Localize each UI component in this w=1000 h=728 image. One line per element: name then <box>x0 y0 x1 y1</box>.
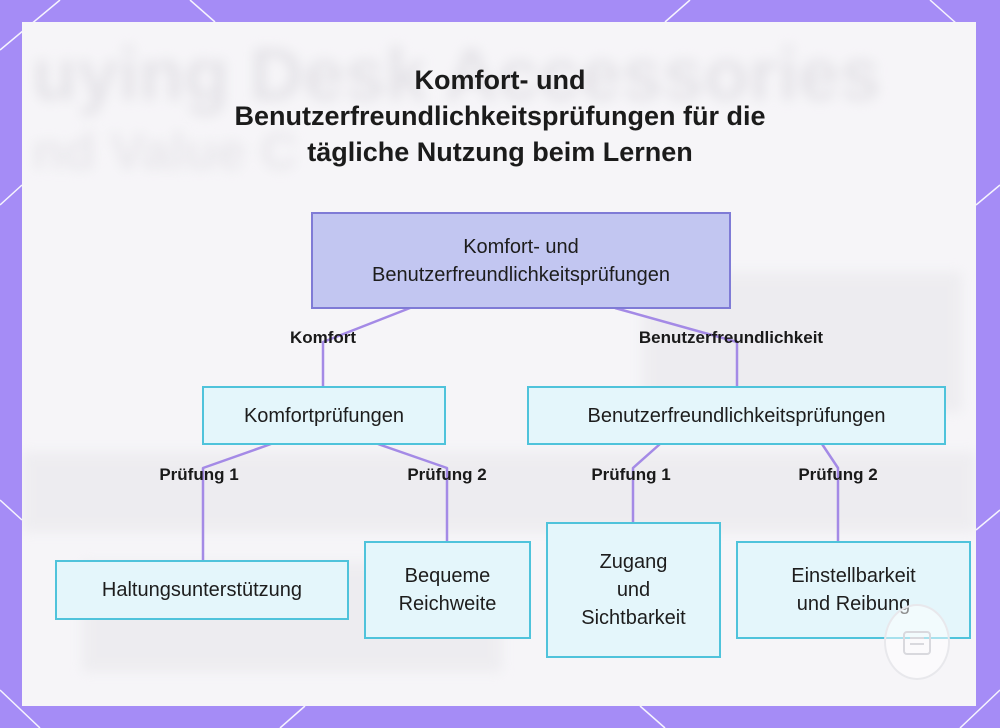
logo-mark-icon <box>886 606 948 678</box>
root-node: Komfort- und Benutzerfreundlichkeitsprüf… <box>311 212 731 309</box>
leaf-adjustability-friction-line1: Einstellbarkeit <box>791 562 916 590</box>
root-node-line2: Benutzerfreundlichkeitsprüfungen <box>372 261 670 289</box>
connector-usability-check2 <box>822 444 838 541</box>
leaf-access-visibility-line1: Zugang <box>581 548 686 576</box>
circular-logo-icon <box>884 604 950 680</box>
leaf-posture-support-label: Haltungsunterstützung <box>102 576 302 604</box>
edge-label-usability-check1: Prüfung 1 <box>591 465 670 485</box>
leaf-comfortable-reach-line1: Bequeme <box>399 562 497 590</box>
edge-label-comfort-check1: Prüfung 1 <box>159 465 238 485</box>
leaf-access-visibility: Zugang und Sichtbarkeit <box>546 522 721 658</box>
root-node-line1: Komfort- und <box>372 233 670 261</box>
usability-checks-node: Benutzerfreundlichkeitsprüfungen <box>527 386 946 445</box>
edge-label-usability-check2: Prüfung 2 <box>798 465 877 485</box>
connector-comfort-check1 <box>203 444 271 560</box>
leaf-access-visibility-line3: Sichtbarkeit <box>581 604 686 632</box>
edge-label-comfort-check2: Prüfung 2 <box>407 465 486 485</box>
usability-checks-label: Benutzerfreundlichkeitsprüfungen <box>588 402 886 430</box>
leaf-posture-support: Haltungsunterstützung <box>55 560 349 620</box>
leaf-access-visibility-line2: und <box>581 576 686 604</box>
connector-comfort-check2 <box>378 444 447 541</box>
edge-label-comfort: Komfort <box>290 328 356 348</box>
leaf-comfortable-reach: Bequeme Reichweite <box>364 541 531 639</box>
comfort-checks-node: Komfortprüfungen <box>202 386 446 445</box>
comfort-checks-label: Komfortprüfungen <box>244 402 404 430</box>
edge-label-usability: Benutzerfreundlichkeit <box>639 328 823 348</box>
leaf-comfortable-reach-line2: Reichweite <box>399 590 497 618</box>
